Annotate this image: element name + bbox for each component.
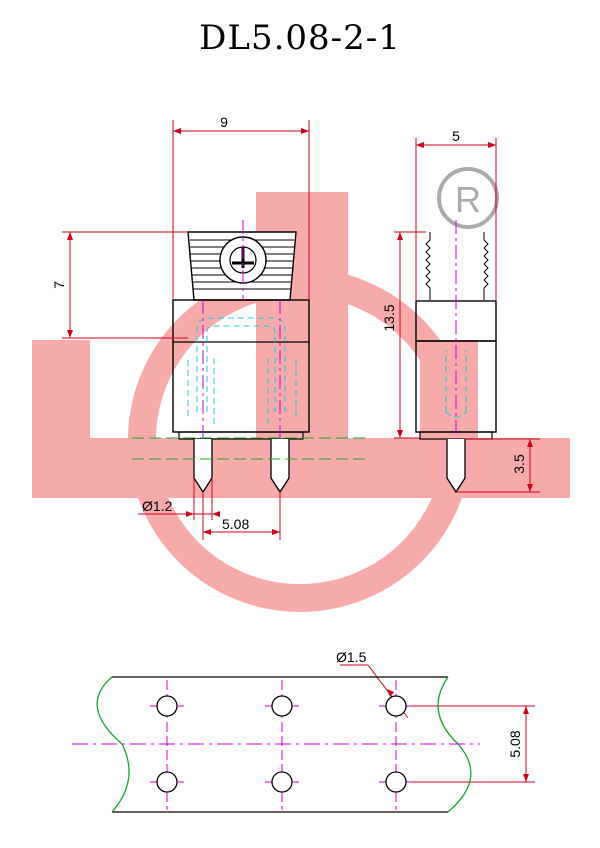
dim-pin-diameter: Ø1.2 <box>142 498 173 514</box>
pcb-hole <box>156 695 178 717</box>
pcb-hole <box>271 695 293 717</box>
pcb-hole <box>156 771 178 793</box>
break-line-left <box>96 676 130 813</box>
hidden-contact <box>187 317 297 425</box>
pcb-hole <box>385 771 407 793</box>
dim-pitch-front: 5.08 <box>222 516 249 532</box>
dim-pitch-pcb: 5.08 <box>507 730 523 757</box>
dim-width-9: 9 <box>220 114 228 130</box>
dim-pin-length-3-5: 3.5 <box>511 454 527 474</box>
pcb-holes <box>156 695 407 793</box>
screw-thread <box>425 232 489 300</box>
dimension-arrows <box>67 128 533 782</box>
green-reference-lines <box>132 437 365 460</box>
dim-width-5: 5 <box>452 128 460 144</box>
drawing-title: DL5.08-2-1 <box>199 18 401 58</box>
registered-letter: R <box>455 179 481 220</box>
dim-head-height-7: 7 <box>51 281 67 289</box>
side-view <box>415 220 497 495</box>
pcb-hole <box>385 695 407 717</box>
pcb-layout <box>72 676 480 813</box>
registered-mark: R <box>437 167 499 229</box>
dim-hole-diameter: Ø1.5 <box>336 649 367 665</box>
dimension-labels: 9 5 7 13.5 3.5 Ø1.2 5.08 Ø1.5 5.08 <box>51 114 527 758</box>
dim-body-height-13-5: 13.5 <box>381 304 397 331</box>
front-view <box>132 220 365 495</box>
pcb-hole <box>271 771 293 793</box>
watermark-logo <box>32 192 570 612</box>
